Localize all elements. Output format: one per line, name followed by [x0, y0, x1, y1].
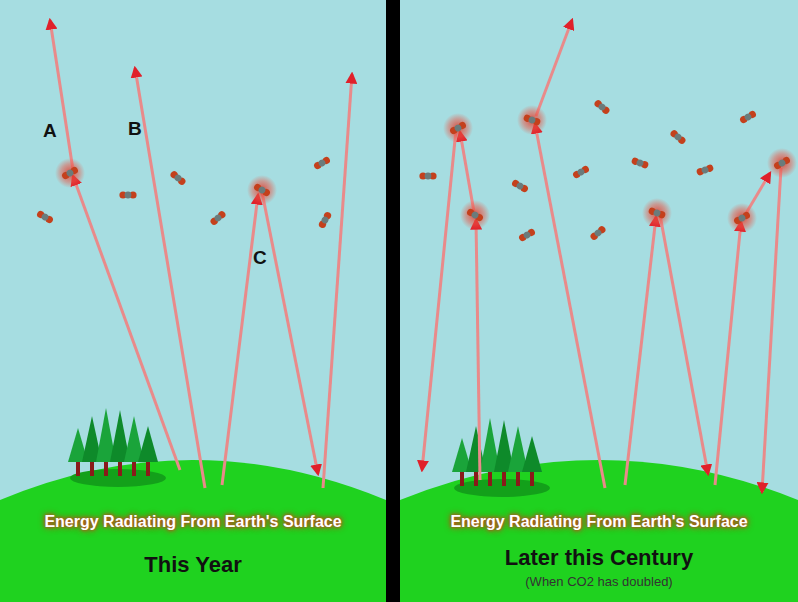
co2-molecule	[209, 210, 227, 227]
tree-trunk	[90, 460, 94, 476]
carbon-atom	[701, 166, 710, 175]
callout-letter: A	[43, 120, 57, 142]
co2-molecule	[762, 143, 798, 184]
carbon-atom	[653, 209, 662, 218]
carbon-atom	[576, 167, 585, 176]
radiation-ray	[762, 168, 781, 492]
co2-molecule	[50, 153, 91, 194]
radiation-ray	[460, 132, 474, 212]
tree-trunk	[516, 470, 520, 486]
tree-trunk	[132, 460, 136, 476]
surface-caption: Energy Radiating From Earth's Surface	[450, 513, 747, 531]
co2-molecule	[518, 228, 536, 243]
co2-molecule	[593, 99, 611, 116]
co2-molecule	[513, 101, 551, 139]
co2-molecule	[669, 129, 687, 146]
molecule-glow	[722, 198, 763, 239]
co2-molecule	[589, 225, 607, 242]
co2-molecule	[419, 172, 436, 179]
tree-trunk	[146, 460, 150, 476]
radiation-ray	[422, 130, 456, 470]
co2-molecule	[313, 156, 331, 171]
co2-molecule	[318, 211, 333, 229]
co2-molecule	[36, 210, 54, 225]
carbon-atom	[597, 102, 607, 112]
carbon-atom	[317, 158, 326, 167]
co2-molecule	[455, 195, 496, 236]
tree-crown	[522, 436, 542, 472]
radiation-ray	[222, 195, 258, 485]
co2-molecule	[696, 164, 715, 177]
carbon-atom	[470, 210, 479, 219]
carbon-atom	[425, 173, 432, 180]
carbon-atom	[522, 230, 531, 239]
molecule-glow	[242, 170, 283, 211]
molecule-glow	[762, 143, 798, 184]
tree-trunk	[530, 470, 534, 486]
carbon-atom	[125, 192, 132, 199]
molecule-glow	[513, 101, 551, 139]
tree-trunk	[118, 460, 122, 476]
carbon-atom	[673, 132, 683, 142]
tree-trunk	[104, 460, 108, 476]
tree-trunk	[76, 460, 80, 476]
panel-subtitle: (When CO2 has doubled)	[525, 574, 672, 589]
carbon-atom	[636, 159, 645, 168]
carbon-atom	[743, 112, 752, 121]
co2-molecule	[739, 110, 757, 125]
radiation-ray	[660, 215, 708, 474]
co2-molecule	[242, 170, 283, 211]
carbon-atom	[737, 213, 746, 222]
radiation-ray	[323, 74, 352, 488]
molecule-glow	[638, 194, 676, 232]
carbon-atom	[173, 173, 183, 183]
radiation-ray	[535, 124, 605, 488]
co2-molecule	[631, 157, 650, 170]
carbon-atom	[257, 185, 266, 194]
molecule-glow	[438, 108, 479, 149]
tree-trunk	[460, 470, 464, 486]
co2-molecule	[572, 165, 590, 180]
radiation-ray	[476, 220, 480, 480]
carbon-atom	[528, 116, 537, 125]
molecule-glow	[455, 195, 496, 236]
tree-trunk	[502, 470, 506, 486]
carbon-atom	[320, 215, 329, 224]
radiation-ray	[262, 192, 318, 474]
carbon-atom	[40, 212, 49, 221]
panel-title: Later this Century	[505, 545, 693, 571]
radiation-ray	[50, 20, 73, 170]
panel-title: This Year	[144, 552, 241, 578]
radiation-ray	[73, 176, 180, 470]
carbon-atom	[213, 213, 223, 223]
tree-trunk	[474, 470, 478, 486]
carbon-atom	[65, 168, 74, 177]
radiation-ray	[715, 222, 741, 485]
tree-trunk	[488, 470, 492, 486]
carbon-atom	[515, 181, 524, 190]
co2-molecule	[169, 170, 187, 187]
radiation-ray	[625, 217, 656, 485]
callout-letter: C	[253, 247, 267, 269]
carbon-atom	[777, 158, 786, 167]
co2-molecule	[511, 179, 529, 194]
co2-molecule	[438, 108, 479, 149]
radiation-ray	[536, 20, 572, 116]
molecule-glow	[50, 153, 91, 194]
tree-crown	[138, 426, 158, 462]
surface-caption: Energy Radiating From Earth's Surface	[44, 513, 341, 531]
carbon-atom	[453, 123, 462, 132]
callout-letter: B	[128, 118, 142, 140]
co2-molecule	[722, 198, 763, 239]
carbon-atom	[593, 228, 603, 238]
co2-molecule	[638, 194, 676, 232]
radiation-ray	[135, 68, 205, 488]
co2-molecule	[119, 191, 136, 198]
